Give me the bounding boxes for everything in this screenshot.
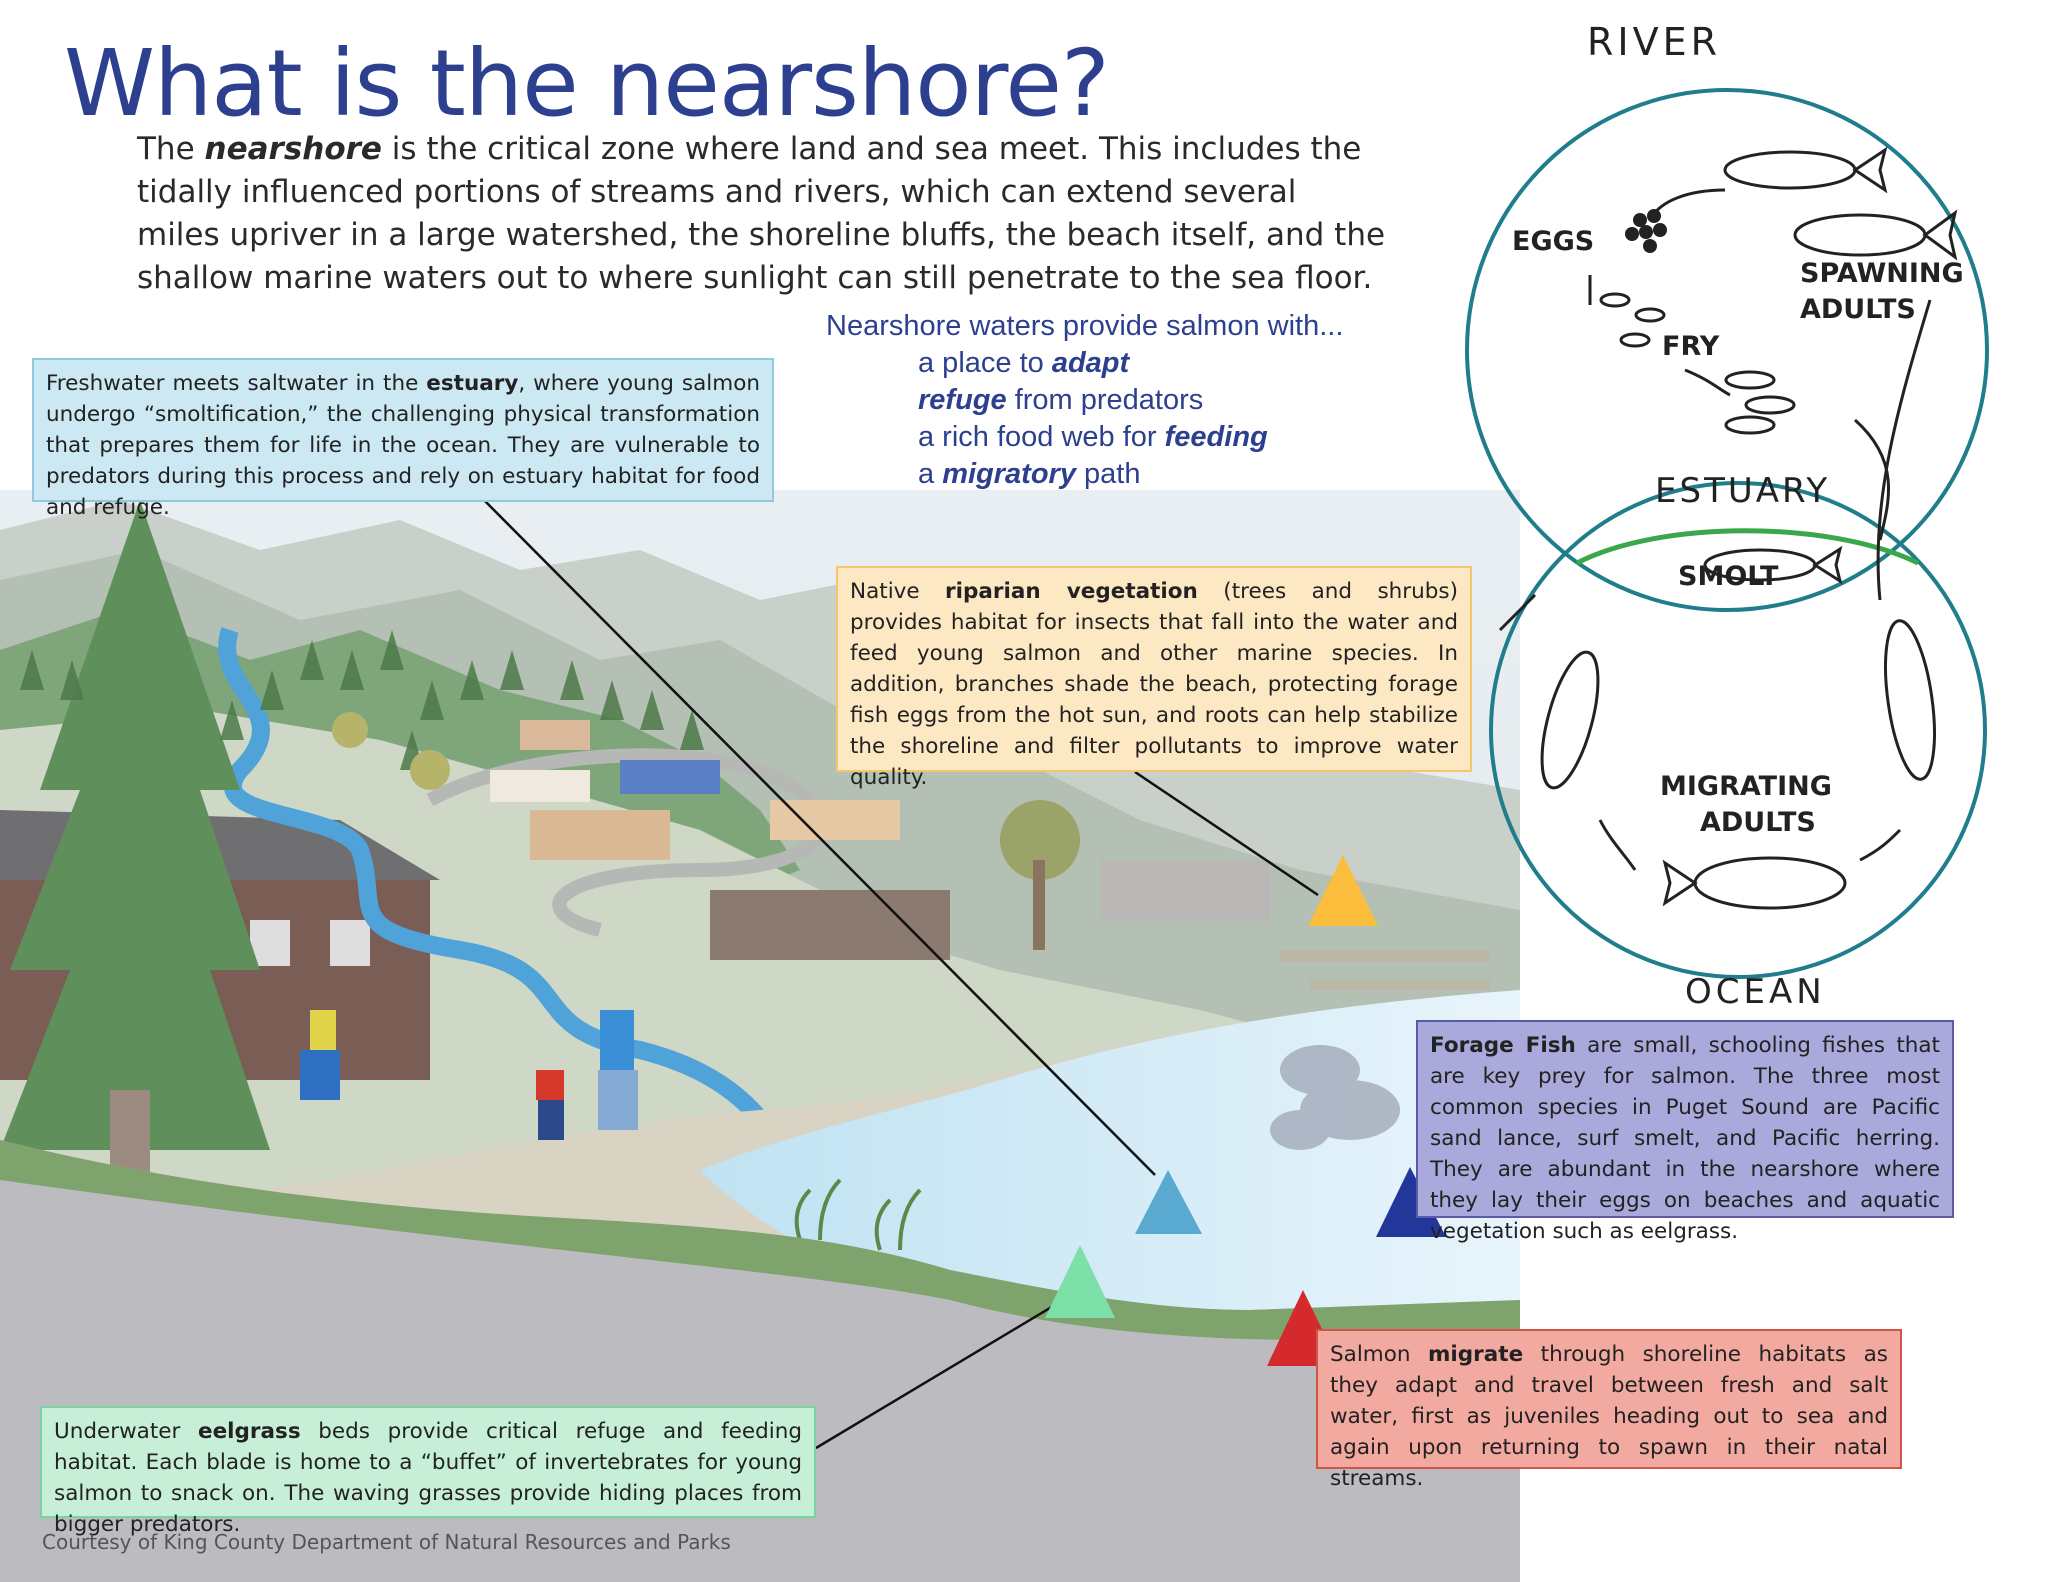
fry-label: FRY	[1662, 331, 1720, 362]
benefit-item: a migratory path	[918, 458, 1141, 490]
ocean-label: OCEAN	[1685, 972, 1826, 1010]
riparian-callout: Native riparian vegetation (trees and sh…	[836, 566, 1472, 790]
intro-paragraph: The nearshore is the critical zone where…	[137, 131, 1386, 296]
credit-line: Courtesy of King County Department of Na…	[42, 1530, 731, 1554]
forage-fish-callout: Forage Fish are small, schooling fishes …	[1416, 1020, 1954, 1244]
spawning-adults-label: ADULTS	[1800, 294, 1916, 325]
spawning-label: SPAWNING	[1800, 258, 1964, 289]
salmon-life-cycle: RIVER EGGS SPAWNING ADULTS FRY ESTUARY S…	[1465, 20, 1989, 1010]
benefit-item: a rich food web for feeding	[918, 421, 1268, 453]
salmon-benefits-list: Nearshore waters provide salmon with... …	[826, 308, 1343, 493]
eelgrass-callout: Underwater eelgrass beds provide critica…	[40, 1406, 816, 1537]
river-circle	[1465, 88, 1989, 612]
benefit-item: refuge from predators	[918, 384, 1204, 416]
fish-sketches	[1498, 146, 1958, 910]
nearshore-term: nearshore	[204, 131, 382, 167]
page-title: What is the nearshore?	[64, 30, 1110, 137]
river-label: RIVER	[1587, 20, 1721, 64]
ocean-circle	[1489, 481, 1987, 979]
benefit-item: a place to adapt	[918, 347, 1130, 379]
migrate-callout: Salmon migrate through shoreline habitat…	[1316, 1329, 1902, 1491]
migrating-adults-label: ADULTS	[1700, 807, 1816, 838]
benefits-heading: Nearshore waters provide salmon with...	[826, 310, 1344, 342]
smolt-label: SMOLT	[1678, 561, 1779, 592]
eggs-label: EGGS	[1512, 226, 1594, 257]
estuary-callout: Freshwater meets saltwater in the estuar…	[32, 358, 774, 520]
migrating-label: MIGRATING	[1660, 771, 1832, 802]
estuary-arc	[1575, 528, 1920, 566]
egg-cluster	[1625, 209, 1667, 253]
estuary-label: ESTUARY	[1655, 471, 1830, 511]
